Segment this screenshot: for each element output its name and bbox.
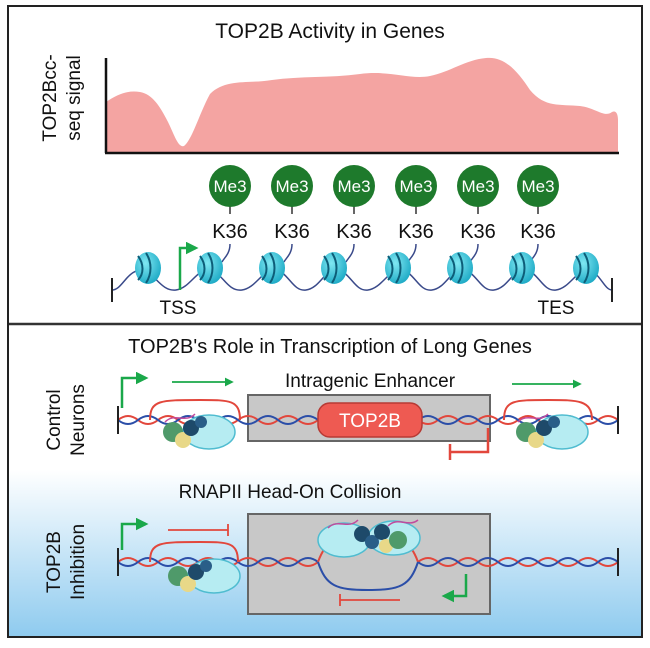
tss-arrow-icon — [120, 371, 149, 408]
signal-track — [106, 57, 618, 152]
me3-label: Me3 — [275, 177, 308, 196]
control-label-line1: Control — [44, 389, 65, 450]
nucleosome — [135, 252, 161, 284]
k36-label: K36 — [336, 221, 372, 243]
bottom-panel-title: TOP2B's Role in Transcription of Long Ge… — [128, 336, 532, 358]
k36-label: K36 — [520, 221, 556, 243]
enhancer-label: Intragenic Enhancer — [285, 371, 456, 392]
nucleosome — [509, 252, 535, 284]
top2b-label: TOP2B — [339, 411, 401, 432]
tss-arrow-icon — [178, 241, 199, 290]
rnapii-complex-icon — [163, 413, 236, 450]
top2b-enzyme — [317, 402, 423, 438]
outer-frame — [7, 5, 643, 638]
rnapii-complex-icon — [168, 558, 241, 594]
nucleosome-row — [135, 252, 599, 284]
methyl-mark-2: Me3 K36 — [271, 165, 313, 263]
rnapii-collision-icon — [317, 519, 421, 558]
transcription-bubble — [149, 399, 241, 421]
tss-label: TSS — [160, 298, 197, 319]
me3-label: Me3 — [461, 177, 494, 196]
y-axis-label-line1: TOP2Bcc- — [40, 54, 61, 141]
k36-label: K36 — [398, 221, 434, 243]
transcription-bubble — [149, 541, 239, 563]
k36-label: K36 — [274, 221, 310, 243]
methyl-mark-1: Me3 K36 — [209, 165, 251, 263]
tss-arrow-icon — [120, 517, 149, 550]
me3-label: Me3 — [521, 177, 554, 196]
inhibition-mark-icon — [450, 428, 490, 454]
chromatin-fiber — [111, 269, 613, 291]
me3-badge — [271, 165, 313, 207]
inhibition-label-line1: TOP2B — [44, 531, 65, 593]
nucleosome — [573, 252, 599, 284]
control-label-line2: Neurons — [68, 384, 89, 456]
nucleosome — [259, 252, 285, 284]
methyl-mark-4: Me3 K36 — [395, 165, 437, 263]
top-panel-title: TOP2B Activity in Genes — [215, 20, 445, 43]
y-axis-label-line2: seq signal — [64, 55, 85, 141]
transcription-bubble — [503, 399, 593, 421]
me3-badge — [517, 165, 559, 207]
rnapii-complex-icon — [516, 413, 589, 450]
nucleosome — [197, 252, 223, 284]
nucleosome — [321, 252, 347, 284]
k36-label: K36 — [460, 221, 496, 243]
me3-badge — [395, 165, 437, 207]
tes-label: TES — [538, 298, 575, 319]
collision-label: RNAPII Head-On Collision — [179, 482, 402, 503]
methyl-mark-6: Me3 K36 — [517, 165, 559, 263]
inhibition-label-line2: Inhibition — [68, 524, 89, 600]
k36-label: K36 — [212, 221, 248, 243]
nucleosome — [385, 252, 411, 284]
nucleosome — [447, 252, 473, 284]
me3-badge — [457, 165, 499, 207]
methyl-mark-5: Me3 K36 — [457, 165, 499, 263]
me3-label: Me3 — [399, 177, 432, 196]
enhancer-tss-arrow-icon — [441, 574, 468, 603]
methyl-mark-3: Me3 K36 — [333, 165, 375, 263]
me3-label: Me3 — [337, 177, 370, 196]
me3-badge — [333, 165, 375, 207]
me3-badge — [209, 165, 251, 207]
me3-label: Me3 — [213, 177, 246, 196]
